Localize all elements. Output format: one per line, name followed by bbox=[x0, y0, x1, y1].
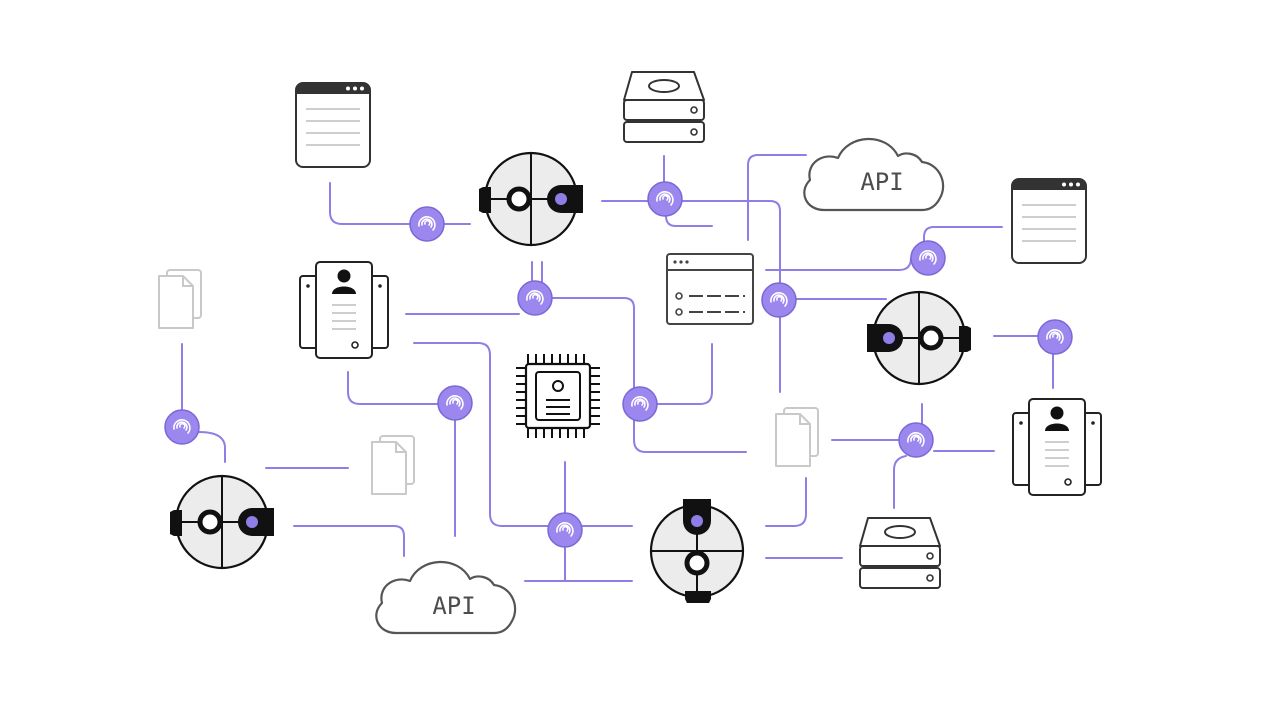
connector-node bbox=[761, 282, 797, 318]
storage-drive-icon bbox=[623, 71, 705, 143]
connector-node bbox=[517, 280, 553, 316]
connector-node bbox=[647, 181, 683, 217]
browser-window-icon bbox=[295, 82, 371, 168]
connector-node bbox=[1037, 319, 1073, 355]
person-card-icon bbox=[299, 261, 389, 359]
connection-lines bbox=[181, 154, 1054, 582]
cloud-api-label: API bbox=[860, 168, 903, 196]
connector-node bbox=[622, 386, 658, 422]
integration-hub-icon bbox=[479, 153, 583, 245]
list-window-icon bbox=[666, 253, 754, 325]
storage-drive-icon bbox=[859, 517, 941, 589]
cloud-api-label: API bbox=[432, 592, 475, 620]
document-stack-icon bbox=[371, 435, 415, 495]
cloud-api-icon: API bbox=[375, 560, 517, 635]
connector-node bbox=[409, 206, 445, 242]
connector-node bbox=[164, 409, 200, 445]
document-stack-icon bbox=[775, 407, 819, 467]
processor-chip-icon bbox=[516, 354, 600, 438]
integration-hub-icon bbox=[651, 499, 743, 603]
connector-node bbox=[547, 512, 583, 548]
document-stack-icon bbox=[158, 269, 202, 329]
browser-window-icon bbox=[1011, 178, 1087, 264]
integration-hub-icon bbox=[170, 476, 274, 568]
connector-node bbox=[910, 240, 946, 276]
connector-node bbox=[437, 385, 473, 421]
connector-node bbox=[898, 422, 934, 458]
cloud-api-icon: API bbox=[803, 137, 945, 212]
integration-hub-icon bbox=[867, 292, 971, 384]
person-card-icon bbox=[1012, 398, 1102, 496]
